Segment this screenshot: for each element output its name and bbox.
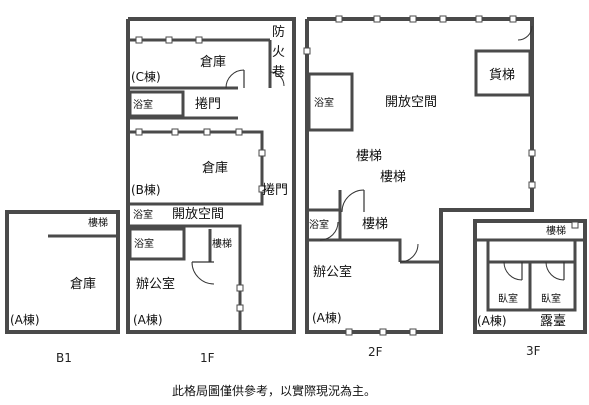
f1-rolling-door-c-label: 捲門 <box>195 97 221 112</box>
floor-b1: 樓梯 倉庫 (A棟) B1 <box>5 210 120 365</box>
f1-fire-lane-2: 火 <box>272 45 285 60</box>
f1-storage-b-label: 倉庫 <box>202 161 228 176</box>
f3-door-1 <box>503 261 523 281</box>
f2-floor-label: 2F <box>368 345 383 359</box>
f2-open-space-label: 開放空間 <box>385 95 437 110</box>
f1-floor-label: 1F <box>200 351 215 365</box>
floor-1f: 防 火 巷 倉庫 (C棟) 浴室 捲門 倉庫 (B棟) 捲門 浴室 開放空間 浴… <box>126 17 296 365</box>
f2-bath-label: 浴室 <box>314 96 334 109</box>
f2-building-a-label: (A棟) <box>312 310 342 325</box>
f1-door-a <box>191 261 215 285</box>
b1-storage-label: 倉庫 <box>70 277 96 292</box>
f2-door-top <box>517 25 533 41</box>
f2-bath-room <box>307 72 354 132</box>
f1-building-c-label: (C棟) <box>131 69 161 84</box>
f1-stairs-label: 樓梯 <box>212 237 232 250</box>
f2-elevator-room <box>474 49 532 97</box>
f1-bath-b-label: 浴室 <box>133 208 153 221</box>
f1-windows <box>135 36 266 312</box>
f2-stair-wall <box>338 190 402 262</box>
f1-door-c <box>225 69 245 89</box>
f1-fire-lane-1: 防 <box>272 24 285 40</box>
f1-building-a-label: (A棟) <box>133 312 163 327</box>
f2-office-label: 辦公室 <box>313 264 352 280</box>
f2-bath-small-label: 浴室 <box>309 218 329 231</box>
f3-bedroom-2-label: 臥室 <box>541 292 561 305</box>
f1-open-space-label: 開放空間 <box>172 207 224 222</box>
f1-fire-lane-3: 巷 <box>272 65 285 80</box>
f2-stairs-2-label: 樓梯 <box>380 170 406 185</box>
f1-a-wall <box>128 224 242 332</box>
f3-terrace-label: 露臺 <box>540 314 566 329</box>
f3-bedroom-1-label: 臥室 <box>498 292 518 305</box>
f1-building-b-label: (B棟) <box>131 182 161 197</box>
f1-a-bath-room <box>128 227 186 261</box>
f3-outer-wall <box>473 219 587 334</box>
f1-rolling-door-b-label: 捲門 <box>262 183 288 198</box>
f2-outer-wall <box>305 17 534 334</box>
f1-storage-c-label: 倉庫 <box>200 55 226 70</box>
f2-stairs-3-label: 樓梯 <box>362 217 388 232</box>
f1-door-fire <box>269 71 285 87</box>
f2-door-bath <box>319 221 339 241</box>
footnote: 此格局圖僅供參考，以實際現況為主。 <box>172 383 376 398</box>
f3-door-2 <box>545 261 565 281</box>
f1-b-wall <box>128 130 264 206</box>
f2-door-bottom <box>399 243 419 263</box>
b1-floor-label: B1 <box>56 351 72 365</box>
f1-outer-wall <box>126 17 296 334</box>
f3-floor-label: 3F <box>526 344 541 358</box>
floor-2f: 浴室 開放空間 貨梯 樓梯 樓梯 浴室 樓梯 辦公室 (A棟) 2F <box>303 15 536 359</box>
b1-stairs-label: 樓梯 <box>88 216 108 229</box>
floor-3f: 樓梯 臥室 臥室 (A棟) 露臺 3F <box>473 219 587 358</box>
f1-c-bath-room <box>128 90 185 118</box>
f1-bath-c-label: 浴室 <box>133 98 153 111</box>
b1-building-a-label: (A棟) <box>10 312 40 327</box>
f3-windows <box>571 221 579 229</box>
f1-bath-a-label: 浴室 <box>134 237 154 250</box>
f2-windows <box>303 15 536 336</box>
f3-stairs-label: 樓梯 <box>546 224 566 237</box>
f2-door-stair <box>341 189 365 213</box>
f1-office-label: 辦公室 <box>136 276 175 292</box>
f2-stairs-1-label: 樓梯 <box>356 149 382 164</box>
f2-elevator-label: 貨梯 <box>489 67 515 83</box>
b1-outer-wall <box>5 210 120 334</box>
f3-building-a-label: (A棟) <box>477 313 507 328</box>
